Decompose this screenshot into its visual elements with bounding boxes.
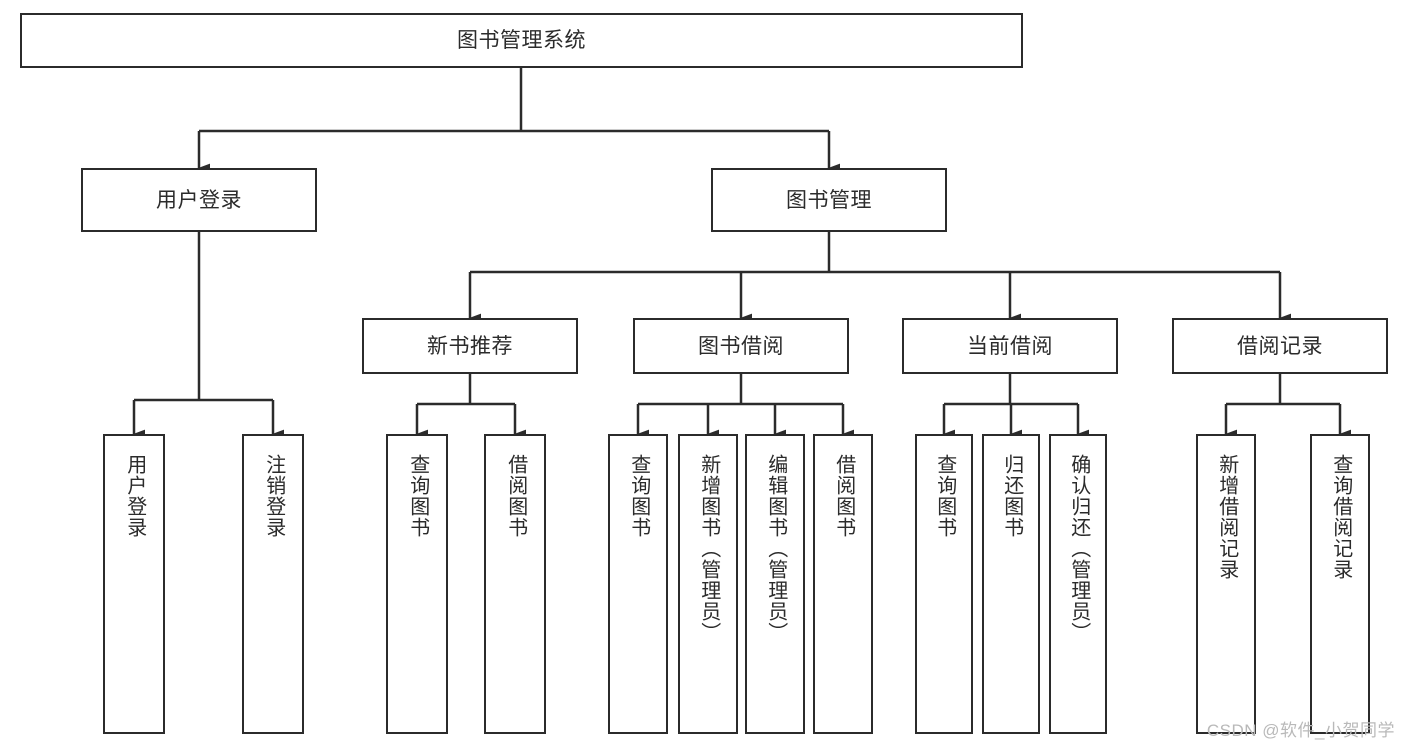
- leaf-label-wrap: 新增借阅记录: [1198, 454, 1254, 580]
- level2-node[interactable]: 用户登录: [81, 168, 317, 232]
- leaf-node[interactable]: 确认归还（管理员）: [1049, 434, 1107, 734]
- leaf-label: 新增借阅记录: [1215, 454, 1238, 580]
- root-node[interactable]: 图书管理系统: [20, 13, 1023, 68]
- leaf-label: 编辑图书（管理员）: [764, 454, 787, 643]
- leaf-node[interactable]: 编辑图书（管理员）: [745, 434, 805, 734]
- leaf-node[interactable]: 查询图书: [608, 434, 668, 734]
- leaf-label: 借阅图书: [504, 454, 527, 538]
- leaf-label-wrap: 查询图书: [388, 454, 446, 538]
- level3-node[interactable]: 新书推荐: [362, 318, 578, 374]
- csdn-watermark: CSDN @软件_小贺同学: [1206, 721, 1395, 740]
- level3-node[interactable]: 图书借阅: [633, 318, 849, 374]
- leaf-label-wrap: 确认归还（管理员）: [1051, 454, 1105, 643]
- leaf-node[interactable]: 注销登录: [242, 434, 304, 734]
- leaf-label: 归还图书: [1000, 454, 1023, 538]
- leaf-label: 借阅图书: [832, 454, 855, 538]
- leaf-node[interactable]: 借阅图书: [484, 434, 546, 734]
- leaf-label: 查询借阅记录: [1329, 454, 1352, 580]
- level3-label: 当前借阅: [967, 334, 1053, 358]
- level3-label: 借阅记录: [1237, 334, 1323, 358]
- leaf-node[interactable]: 新增图书（管理员）: [678, 434, 738, 734]
- leaf-label-wrap: 归还图书: [984, 454, 1038, 538]
- leaf-label-wrap: 注销登录: [244, 454, 302, 538]
- leaf-node[interactable]: 查询借阅记录: [1310, 434, 1370, 734]
- level3-label: 新书推荐: [427, 334, 513, 358]
- leaf-node[interactable]: 用户登录: [103, 434, 165, 734]
- leaf-label: 用户登录: [123, 454, 146, 538]
- leaf-label-wrap: 借阅图书: [815, 454, 871, 538]
- leaf-label: 确认归还（管理员）: [1067, 454, 1090, 643]
- leaf-node[interactable]: 归还图书: [982, 434, 1040, 734]
- leaf-node[interactable]: 借阅图书: [813, 434, 873, 734]
- leaf-label: 查询图书: [627, 454, 650, 538]
- leaf-label: 新增图书（管理员）: [697, 454, 720, 643]
- leaf-label: 查询图书: [933, 454, 956, 538]
- root-label: 图书管理系统: [457, 29, 586, 52]
- leaf-label-wrap: 查询借阅记录: [1312, 454, 1368, 580]
- leaf-label-wrap: 借阅图书: [486, 454, 544, 538]
- level3-node[interactable]: 借阅记录: [1172, 318, 1388, 374]
- leaf-node[interactable]: 查询图书: [915, 434, 973, 734]
- level3-label: 图书借阅: [698, 334, 784, 358]
- level3-node[interactable]: 当前借阅: [902, 318, 1118, 374]
- leaf-node[interactable]: 新增借阅记录: [1196, 434, 1256, 734]
- leaf-node[interactable]: 查询图书: [386, 434, 448, 734]
- leaf-label-wrap: 查询图书: [610, 454, 666, 538]
- level2-label: 图书管理: [786, 188, 872, 212]
- level2-label: 用户登录: [156, 188, 242, 212]
- leaf-label-wrap: 新增图书（管理员）: [680, 454, 736, 643]
- level2-node[interactable]: 图书管理: [711, 168, 947, 232]
- leaf-label-wrap: 用户登录: [105, 454, 163, 538]
- leaf-label: 注销登录: [262, 454, 285, 538]
- leaf-label-wrap: 编辑图书（管理员）: [747, 454, 803, 643]
- leaf-label-wrap: 查询图书: [917, 454, 971, 538]
- leaf-label: 查询图书: [406, 454, 429, 538]
